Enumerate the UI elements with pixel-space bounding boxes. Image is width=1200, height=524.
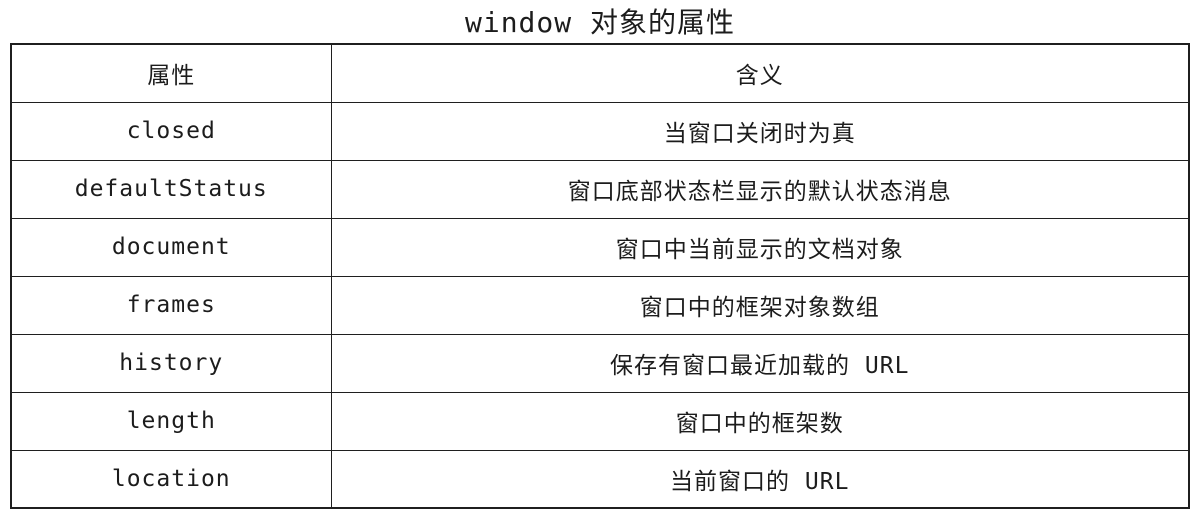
meaning-cell: 保存有窗口最近加载的 URL	[330, 333, 1190, 393]
meaning-cell: 窗口底部状态栏显示的默认状态消息	[330, 159, 1190, 219]
table-row: location 当前窗口的 URL	[10, 449, 1190, 509]
meaning-cell: 当前窗口的 URL	[330, 449, 1190, 509]
table-row: history 保存有窗口最近加载的 URL	[10, 333, 1190, 393]
property-cell: frames	[10, 275, 332, 335]
window-properties-table: 属性 含义 closed 当窗口关闭时为真 defaultStatus 窗口底部…	[10, 43, 1190, 509]
table-header-meaning: 含义	[330, 43, 1190, 103]
table-header-row: 属性 含义	[10, 43, 1190, 103]
table-row: document 窗口中当前显示的文档对象	[10, 217, 1190, 277]
meaning-cell: 窗口中当前显示的文档对象	[330, 217, 1190, 277]
meaning-cell: 窗口中的框架对象数组	[330, 275, 1190, 335]
meaning-cell: 当窗口关闭时为真	[330, 101, 1190, 161]
table-row: length 窗口中的框架数	[10, 391, 1190, 451]
table-header-property: 属性	[10, 43, 332, 103]
table-row: defaultStatus 窗口底部状态栏显示的默认状态消息	[10, 159, 1190, 219]
table-row: closed 当窗口关闭时为真	[10, 101, 1190, 161]
page-title: window 对象的属性	[464, 6, 735, 39]
property-cell: location	[10, 449, 332, 509]
meaning-cell: 窗口中的框架数	[330, 391, 1190, 451]
property-cell: closed	[10, 101, 332, 161]
property-cell: document	[10, 217, 332, 277]
table-row: frames 窗口中的框架对象数组	[10, 275, 1190, 335]
property-cell: length	[10, 391, 332, 451]
property-cell: history	[10, 333, 332, 393]
property-cell: defaultStatus	[10, 159, 332, 219]
